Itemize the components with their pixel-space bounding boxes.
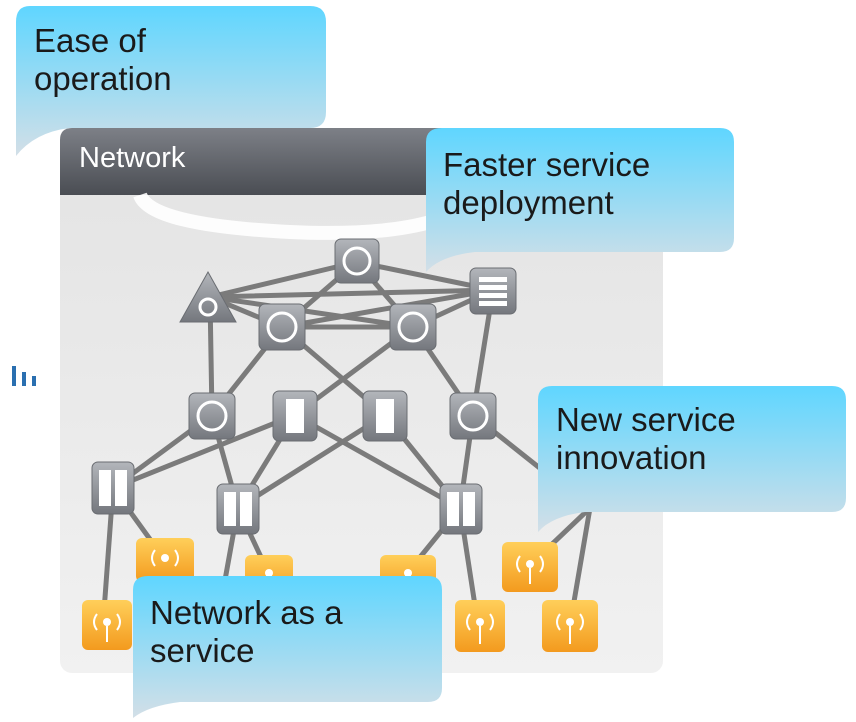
callout-line: operation [34, 60, 172, 97]
callout-line: deployment [443, 184, 614, 221]
panel-body [60, 128, 663, 673]
wireless-ap-icon [136, 538, 194, 582]
router-icon [389, 303, 437, 351]
wireless-ap-icon [455, 600, 505, 652]
callout-naas-text: Network as a service [150, 594, 343, 670]
callout-line: Network as a [150, 594, 343, 631]
wireless-ap-icon [502, 542, 558, 592]
router-icon [334, 238, 380, 284]
callout-faster-service [426, 128, 734, 272]
link [207, 259, 360, 300]
signal-bars-icon [12, 366, 46, 386]
callout-innovation-text: New service innovation [556, 401, 736, 477]
panel-title: Network [79, 142, 186, 174]
callout-new-service-innovation [538, 386, 846, 532]
link [292, 412, 463, 511]
callout-line: service [150, 632, 255, 669]
server-icon [272, 390, 318, 442]
firewall-icon [179, 270, 237, 323]
link [110, 412, 298, 491]
link [207, 294, 416, 330]
callout-ease-of-operation [16, 6, 326, 156]
wireless-ap-icon [542, 600, 598, 652]
callout-line: Faster service [443, 146, 651, 183]
link [235, 412, 388, 511]
callout-line: New service [556, 401, 736, 438]
switch-icon [91, 461, 135, 515]
callout-line: innovation [556, 439, 707, 476]
callout-ease-text: Ease of operation [34, 22, 172, 98]
link [279, 287, 496, 330]
server-icon [362, 390, 408, 442]
switch-icon [216, 483, 260, 535]
callout-network-as-a-service [133, 576, 442, 718]
callout-faster-text: Faster service deployment [443, 146, 650, 222]
router-icon [449, 392, 497, 440]
link [207, 287, 496, 300]
storage-icon [469, 267, 517, 315]
wireless-ap-icon [82, 600, 132, 650]
callout-line: Ease of [34, 22, 146, 59]
router-icon [188, 392, 236, 440]
router-icon [258, 303, 306, 351]
switch-icon [439, 483, 483, 535]
